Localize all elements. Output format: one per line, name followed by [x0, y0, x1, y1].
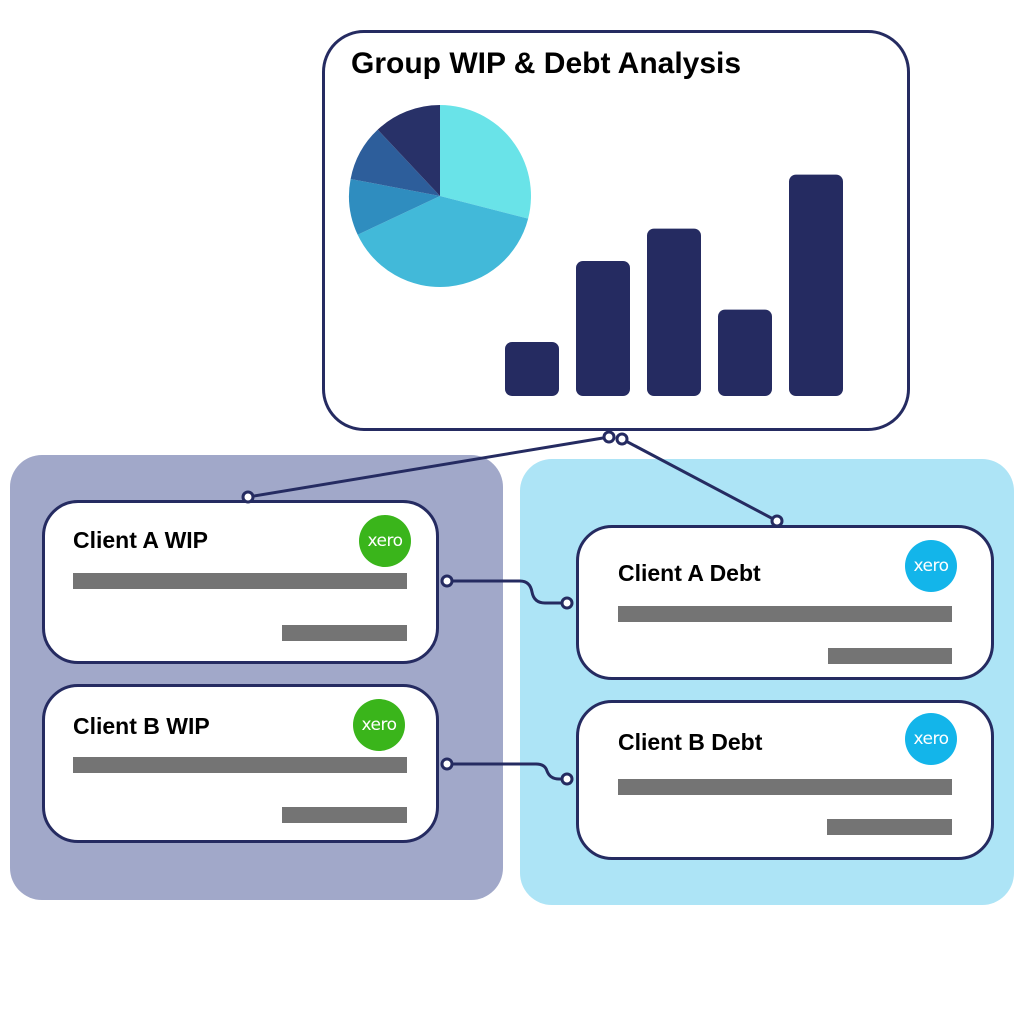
card-title: Client B WIP	[73, 713, 210, 739]
bar	[647, 228, 701, 396]
pie-slice	[350, 129, 440, 196]
xero-logo-icon: xero	[905, 540, 957, 592]
pie-slice	[357, 196, 529, 287]
bar	[576, 261, 630, 396]
pie-slice	[349, 178, 440, 235]
connector-node	[602, 430, 616, 444]
placeholder-line-short	[282, 807, 407, 823]
pie-slice	[440, 105, 531, 219]
card-title: Client B Debt	[618, 729, 763, 755]
pie-chart	[349, 105, 531, 287]
placeholder-line	[73, 757, 407, 773]
client-b-wip-card[interactable]: Client B WIP xero	[42, 684, 439, 843]
bar	[718, 309, 772, 396]
xero-logo-icon: xero	[353, 699, 405, 751]
placeholder-line	[618, 606, 952, 622]
placeholder-line-short	[282, 625, 407, 641]
placeholder-line	[618, 779, 952, 795]
dashboard-title: Group WIP & Debt Analysis	[351, 47, 742, 80]
bar-chart	[505, 174, 843, 396]
xero-logo-icon: xero	[905, 713, 957, 765]
placeholder-line	[73, 573, 407, 589]
connector-node	[615, 432, 629, 446]
bar	[505, 342, 559, 396]
pie-slice	[377, 105, 440, 196]
bar	[789, 174, 843, 396]
client-b-debt-card[interactable]: Client B Debt xero	[576, 700, 994, 860]
card-title: Client A WIP	[73, 527, 209, 553]
placeholder-line-short	[828, 648, 952, 664]
placeholder-line-short	[827, 819, 952, 835]
card-title: Client A Debt	[618, 560, 761, 586]
client-a-debt-card[interactable]: Client A Debt xero	[576, 525, 994, 680]
client-a-wip-card[interactable]: Client A WIP xero	[42, 500, 439, 664]
xero-logo-icon: xero	[359, 515, 411, 567]
